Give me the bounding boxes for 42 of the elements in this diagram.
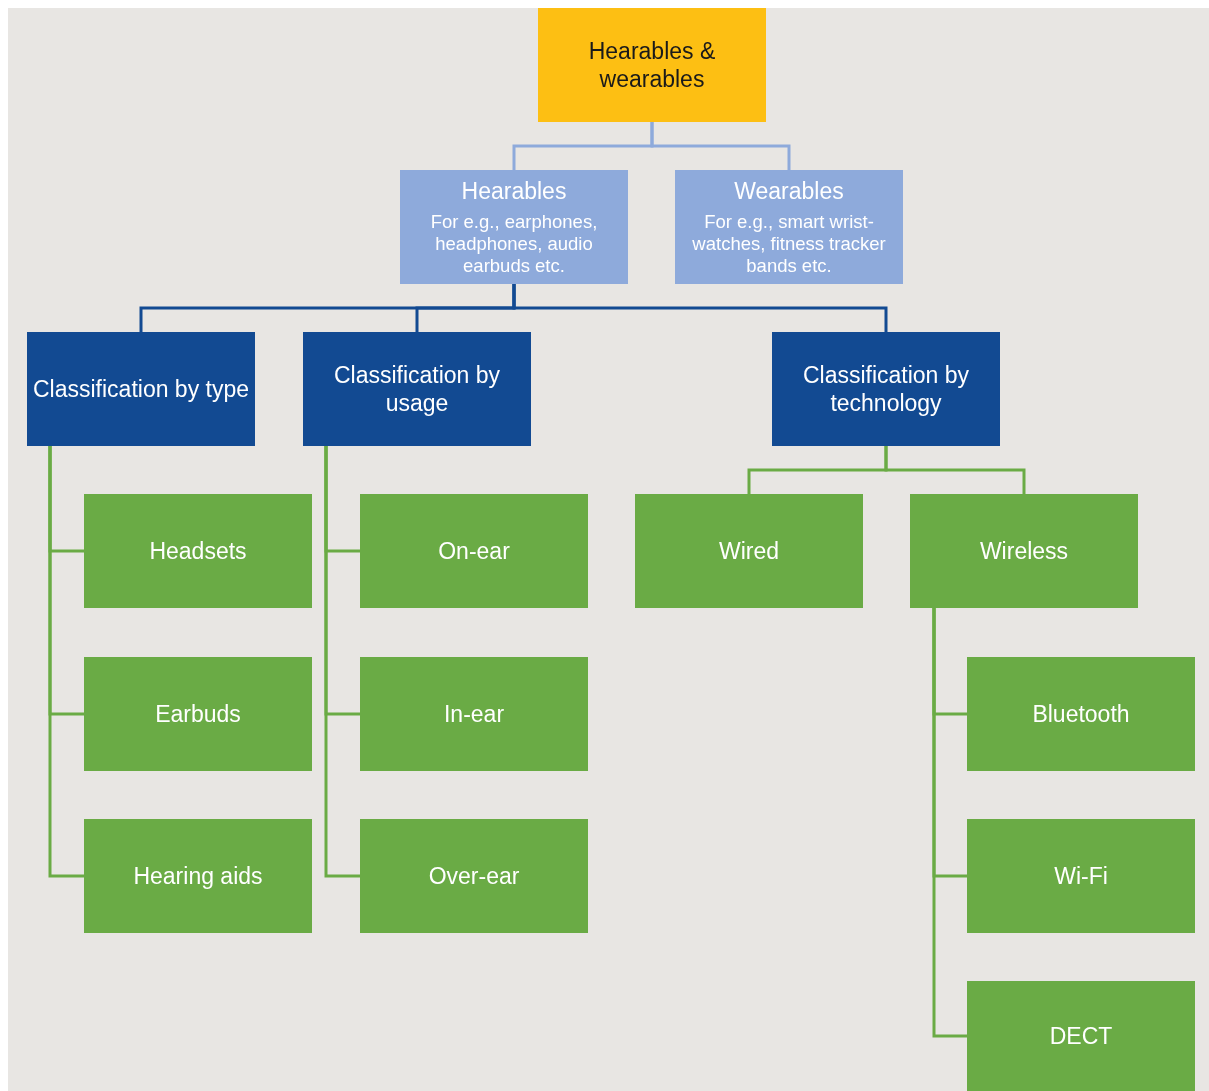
box-title: Over-ear bbox=[428, 862, 520, 890]
box-title: Wi-Fi bbox=[1054, 862, 1108, 890]
box-description: For e.g., earphones, headphones, audio earbuds etc. bbox=[429, 211, 599, 277]
category-box bbox=[360, 819, 588, 933]
category-box bbox=[27, 332, 255, 446]
category-box bbox=[360, 657, 588, 771]
box-description: For e.g., smart wrist-watches, fitness tracker bands etc. bbox=[691, 211, 887, 277]
box-title: In-ear bbox=[443, 700, 505, 728]
category-box bbox=[360, 494, 588, 608]
box-title: DECT bbox=[1049, 1022, 1113, 1050]
category-box bbox=[84, 494, 312, 608]
box-title: Wired bbox=[718, 537, 780, 565]
connector-line bbox=[932, 608, 967, 1038]
box-title: Classification by usage bbox=[332, 361, 502, 417]
connector-line bbox=[324, 446, 360, 878]
category-box bbox=[400, 170, 628, 284]
category-box bbox=[772, 332, 1000, 446]
category-box bbox=[635, 494, 863, 608]
box-title: Wearables bbox=[734, 177, 844, 205]
category-box bbox=[84, 657, 312, 771]
box-title: Hearables & wearables bbox=[587, 37, 717, 93]
category-box bbox=[84, 819, 312, 933]
box-title: Headsets bbox=[149, 537, 247, 565]
connector-line bbox=[650, 122, 791, 170]
connector-line bbox=[884, 446, 1026, 494]
box-title: Classification by type bbox=[32, 375, 249, 403]
box-title: Hearing aids bbox=[133, 862, 263, 890]
category-box bbox=[910, 494, 1138, 608]
box-title: Hearables bbox=[461, 177, 567, 205]
category-box bbox=[538, 8, 766, 122]
category-box bbox=[967, 981, 1195, 1091]
category-box bbox=[967, 657, 1195, 771]
box-title: Earbuds bbox=[155, 700, 241, 728]
box-title: On-ear bbox=[438, 537, 510, 565]
category-box bbox=[967, 819, 1195, 933]
box-title: Classification by technology bbox=[801, 361, 971, 417]
connector-line bbox=[512, 284, 888, 332]
box-title: Wireless bbox=[979, 537, 1069, 565]
connector-line bbox=[48, 446, 84, 878]
category-box bbox=[675, 170, 903, 284]
box-title: Bluetooth bbox=[1032, 700, 1130, 728]
category-box bbox=[303, 332, 531, 446]
